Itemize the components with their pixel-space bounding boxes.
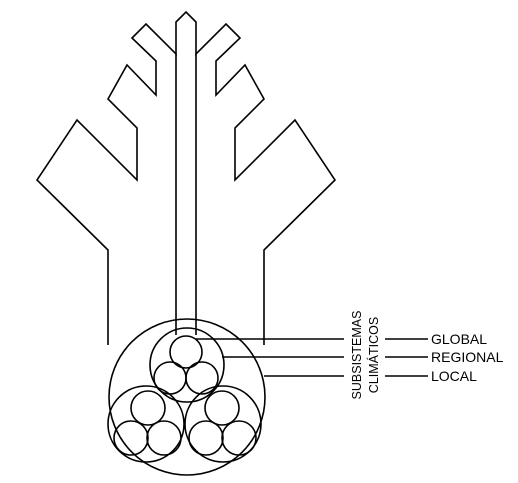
right-cluster-circle xyxy=(221,420,257,456)
right-cluster-outer-circle xyxy=(184,385,262,463)
level-label-regional: REGIONAL xyxy=(431,349,504,365)
level-label-local: LOCAL xyxy=(431,368,477,384)
top-cluster-circle xyxy=(153,361,187,395)
left-cluster-outer-circle xyxy=(107,385,185,463)
left-cluster xyxy=(107,385,185,463)
climatic-label: CLIMÁTICOS xyxy=(366,317,381,393)
leader-lines-right xyxy=(385,338,428,377)
right-cluster-circle xyxy=(188,420,224,456)
right-cluster-circle xyxy=(204,390,240,426)
left-cluster-circle xyxy=(113,420,149,456)
top-cluster-circle xyxy=(185,361,219,395)
left-cluster-circle xyxy=(146,420,182,456)
top-cluster-outer-circle xyxy=(149,327,225,403)
tree-trunk-outline xyxy=(35,10,337,345)
top-cluster xyxy=(149,327,225,403)
central-stem xyxy=(175,54,197,335)
top-cluster-circle xyxy=(169,335,203,369)
level-label-global: GLOBAL xyxy=(431,331,487,347)
subsystems-label: SUBSISTEMAS xyxy=(350,311,364,400)
right-cluster xyxy=(184,385,262,463)
large-circle xyxy=(108,318,266,476)
left-cluster-circle xyxy=(130,390,166,426)
leader-lines-left xyxy=(196,338,344,377)
